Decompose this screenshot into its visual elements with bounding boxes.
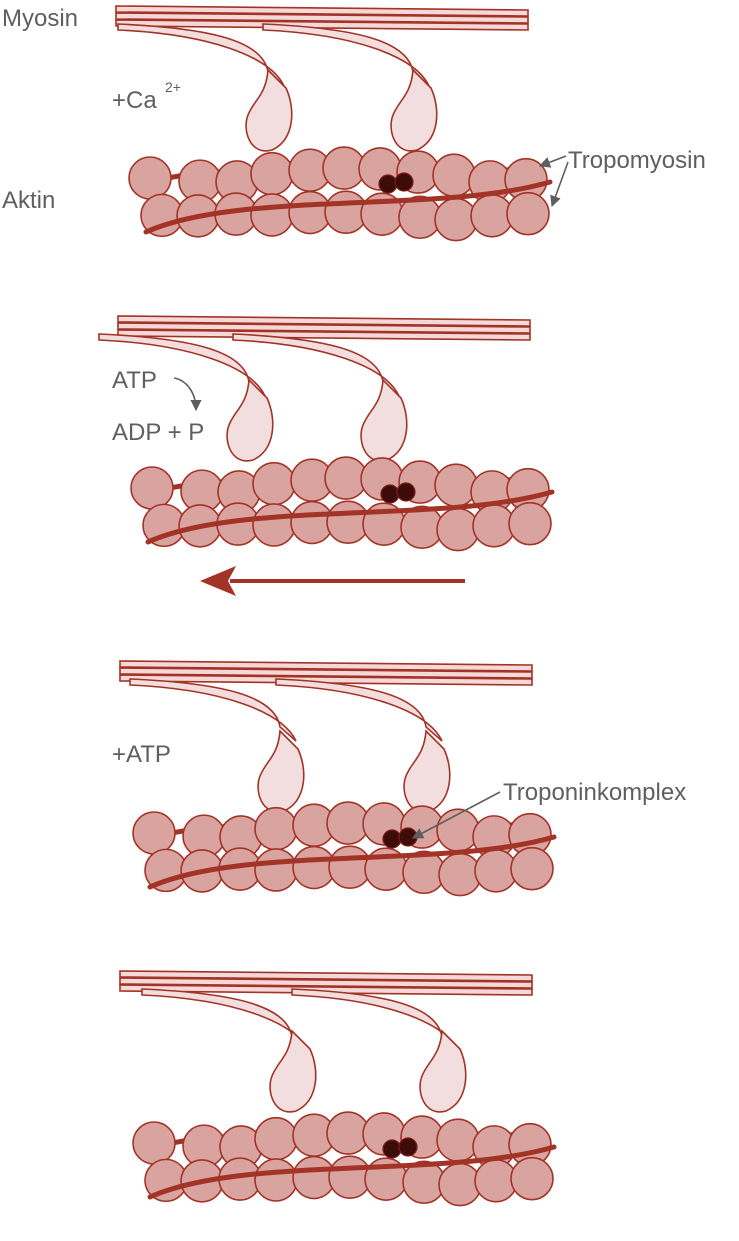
myosin-head <box>262 23 438 152</box>
myosin-head <box>141 988 317 1113</box>
myosin-head <box>232 333 408 462</box>
stage-4-panel <box>119 970 557 1207</box>
actin-monomer <box>252 461 296 506</box>
actin-monomer <box>250 193 294 237</box>
myosin-head <box>117 23 293 152</box>
myosin-label: Myosin <box>2 5 78 32</box>
tropomyosin-strand-front <box>147 834 557 890</box>
tropomyosin-strand-front <box>145 489 555 545</box>
stage-2-panel <box>98 315 555 552</box>
aktin-label: Aktin <box>2 187 55 214</box>
atp-label: ATP <box>112 367 157 394</box>
actin-monomer <box>436 1118 480 1162</box>
actin-monomer <box>132 811 176 855</box>
actin-monomer <box>254 1116 298 1161</box>
actin-monomer <box>250 151 294 196</box>
actin-monomer <box>436 808 480 852</box>
actin-monomer <box>132 1121 176 1165</box>
adp-p-label: ADP + P <box>112 419 204 446</box>
stage-1-panel <box>115 5 553 242</box>
movement-arrow <box>200 566 465 596</box>
actin-monomer <box>506 191 550 236</box>
actin-monomer <box>254 1158 298 1202</box>
actin-monomer <box>510 846 554 891</box>
troponinkomplex-label: Troponinkomplex <box>503 779 686 806</box>
myosin-head <box>129 678 305 813</box>
myosin-head <box>275 678 451 813</box>
troponin-complex <box>378 172 414 194</box>
aktin-filament <box>132 801 557 897</box>
actin-monomer <box>254 806 298 851</box>
tropomyosin-strand-front <box>147 1144 557 1200</box>
calcium-charge-label: 2+ <box>165 79 181 95</box>
troponinkomplex-pointer <box>412 791 501 839</box>
actin-monomer <box>510 1156 554 1201</box>
actin-monomer <box>130 466 174 510</box>
myosin-filament <box>115 5 529 31</box>
myosin-head <box>98 333 274 462</box>
tropomyosin-pointer-lower <box>550 161 569 208</box>
calcium-label: +Ca <box>112 87 157 114</box>
actin-monomer <box>252 503 296 547</box>
tropomyosin-label: Tropomyosin <box>568 147 706 174</box>
aktin-filament <box>132 1111 557 1207</box>
actin-monomer <box>432 153 476 197</box>
actin-monomer <box>254 848 298 892</box>
actin-monomer <box>434 463 478 507</box>
actin-monomer <box>128 156 172 200</box>
plus-atp-label: +ATP <box>112 741 171 768</box>
aktin-filament <box>130 456 555 552</box>
aktin-filament <box>128 146 553 242</box>
tropomyosin-strand-front <box>143 179 553 235</box>
troponin-complex <box>382 827 418 849</box>
myosin-head <box>291 988 467 1113</box>
troponin-complex <box>382 1137 418 1159</box>
tropomyosin-pointer-upper <box>538 155 567 168</box>
myosin-filament <box>119 660 533 686</box>
actin-monomer <box>508 501 552 546</box>
myosin-filament <box>117 315 531 341</box>
stage-3-panel <box>119 660 557 897</box>
myosin-filament <box>119 970 533 996</box>
troponin-complex <box>380 482 416 504</box>
atp-to-adp-arrow <box>173 377 202 412</box>
